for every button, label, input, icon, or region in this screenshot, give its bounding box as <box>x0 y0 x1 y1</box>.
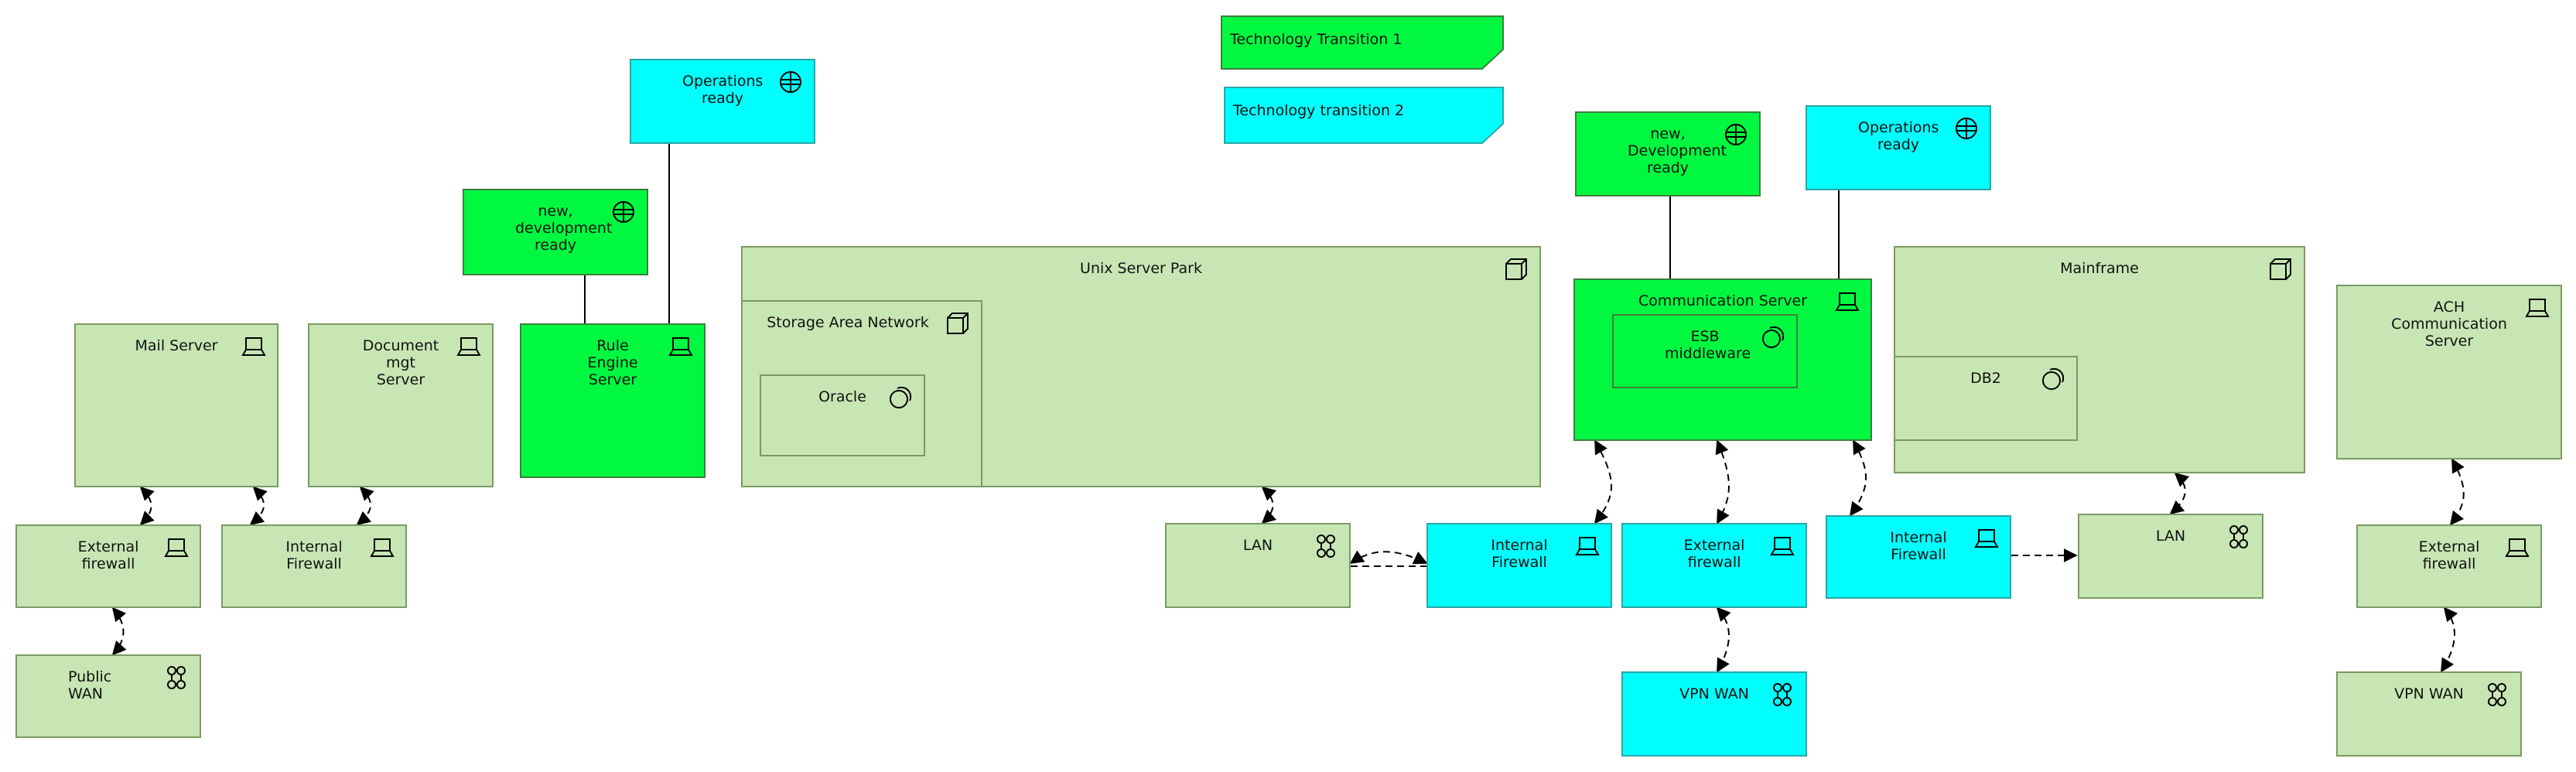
esb-middleware-label: ESB middleware <box>1665 328 1751 362</box>
network-icon <box>1770 682 1795 707</box>
new-development-ready-right-label: new, Development ready <box>1628 125 1727 176</box>
plateau-icon <box>1724 122 1748 147</box>
flow-comm-intfw-right <box>1849 439 1867 517</box>
public-wan-label: Public WAN <box>68 668 112 702</box>
flow-comm-extfw <box>1715 439 1730 524</box>
mail-server[interactable]: Mail Server <box>74 323 278 487</box>
new-development-ready-left[interactable]: new, development ready <box>463 189 648 275</box>
vpn-wan-right-label: VPN WAN <box>2394 685 2464 702</box>
legend-transition-2-shape <box>1224 87 1504 144</box>
laptop-icon <box>456 334 481 359</box>
lan-right[interactable]: LAN <box>2078 514 2263 599</box>
vpn-wan-mid[interactable]: VPN WAN <box>1621 671 1807 757</box>
unix-server-park-label: Unix Server Park <box>1080 260 1202 277</box>
laptop-icon <box>164 535 189 560</box>
lan-middle[interactable]: LAN <box>1165 523 1351 608</box>
ach-communication-server-label: ACH Communication Server <box>2391 299 2507 350</box>
laptop-icon <box>2525 295 2550 320</box>
external-firewall-left[interactable]: External firewall <box>15 524 201 608</box>
operations-ready-left[interactable]: Operations ready <box>630 59 815 144</box>
flow-mail-intfw <box>249 486 268 526</box>
db2-label: DB2 <box>1970 370 2001 387</box>
network-icon <box>164 665 189 690</box>
network-icon <box>2485 682 2509 707</box>
network-icon <box>1314 534 1338 559</box>
internal-firewall-right[interactable]: Internal Firewall <box>1826 515 2011 599</box>
public-wan[interactable]: Public WAN <box>15 654 201 738</box>
network-icon <box>2226 524 2251 549</box>
document-mgt-server-label: Document mgt Server <box>362 337 439 388</box>
laptop-icon <box>1974 526 1999 551</box>
flow-mail-extfw <box>139 486 155 526</box>
external-firewall-mid-label: External firewall <box>1683 537 1745 571</box>
vpn-wan-right[interactable]: VPN WAN <box>2336 671 2522 757</box>
system-software-icon <box>2041 367 2065 391</box>
flow-extfw-wan <box>111 606 127 656</box>
storage-area-network-label: Storage Area Network <box>767 314 929 331</box>
internal-firewall-left-label: Internal Firewall <box>285 538 343 572</box>
external-firewall-right[interactable]: External firewall <box>2356 524 2542 608</box>
external-firewall-right-label: External firewall <box>2418 538 2480 572</box>
flow-extfw-vpn <box>1716 606 1731 673</box>
ach-communication-server[interactable]: ACH Communication Server <box>2336 285 2562 459</box>
laptop-icon <box>241 334 266 359</box>
new-development-ready-left-label: new, development ready <box>515 203 613 254</box>
operations-ready-right[interactable]: Operations ready <box>1806 105 1991 190</box>
esb-middleware[interactable]: ESB middleware <box>1612 314 1798 388</box>
internal-firewall-mid-label: Internal Firewall <box>1491 537 1548 571</box>
flow-doc-intfw <box>356 486 374 526</box>
legend-transition-1-shape <box>1221 15 1504 70</box>
plateau-icon <box>1954 116 1979 141</box>
oracle-label: Oracle <box>818 388 866 405</box>
external-firewall-left-label: External firewall <box>77 538 139 572</box>
laptop-icon <box>1770 534 1795 559</box>
new-development-ready-right[interactable]: new, Development ready <box>1575 111 1761 196</box>
vpn-wan-mid-label: VPN WAN <box>1679 685 1749 702</box>
laptop-icon <box>1835 289 1860 314</box>
mail-server-label: Mail Server <box>135 337 218 354</box>
communication-server-label: Communication Server <box>1638 292 1808 309</box>
internal-firewall-left[interactable]: Internal Firewall <box>221 524 407 608</box>
plateau-icon <box>778 70 803 94</box>
laptop-icon <box>2505 535 2530 560</box>
laptop-icon <box>1575 534 1600 559</box>
oracle[interactable]: Oracle <box>760 374 925 456</box>
flow-lan-intfw <box>1349 550 1428 565</box>
flow-unix-lan <box>1261 486 1277 524</box>
operations-ready-right-label: Operations ready <box>1858 119 1939 153</box>
rule-engine-server[interactable]: Rule Engine Server <box>520 323 705 478</box>
legend-transition-2: Technology transition 2 <box>1224 87 1504 144</box>
system-software-icon <box>888 385 913 410</box>
flow-extfw-vpn-right <box>2441 606 2458 673</box>
legend-transition-2-label: Technology transition 2 <box>1233 102 1405 119</box>
rule-engine-server-label: Rule Engine Server <box>587 337 638 388</box>
laptop-icon <box>370 535 395 560</box>
cube-icon <box>2268 257 2293 282</box>
operations-ready-left-label: Operations ready <box>682 73 764 107</box>
internal-firewall-right-label: Internal Firewall <box>1890 529 1947 563</box>
cube-icon <box>1504 257 1529 282</box>
db2[interactable]: DB2 <box>1894 356 2078 441</box>
legend-transition-1: Technology Transition 1 <box>1221 15 1504 70</box>
flow-mainframe-lan <box>2169 472 2190 515</box>
legend-transition-1-label: Technology Transition 1 <box>1230 31 1402 48</box>
mainframe-label: Mainframe <box>2060 260 2139 277</box>
document-mgt-server[interactable]: Document mgt Server <box>308 323 494 487</box>
flow-comm-intfw <box>1594 439 1612 524</box>
lan-middle-label: LAN <box>1242 537 1273 554</box>
internal-firewall-mid[interactable]: Internal Firewall <box>1426 523 1612 608</box>
laptop-icon <box>668 334 693 359</box>
lan-right-label: LAN <box>2155 528 2186 545</box>
plateau-icon <box>611 200 636 224</box>
flow-ach-extfw <box>2449 458 2465 526</box>
external-firewall-mid[interactable]: External firewall <box>1621 523 1807 608</box>
cube-icon <box>945 311 970 336</box>
system-software-icon <box>1761 325 1785 350</box>
